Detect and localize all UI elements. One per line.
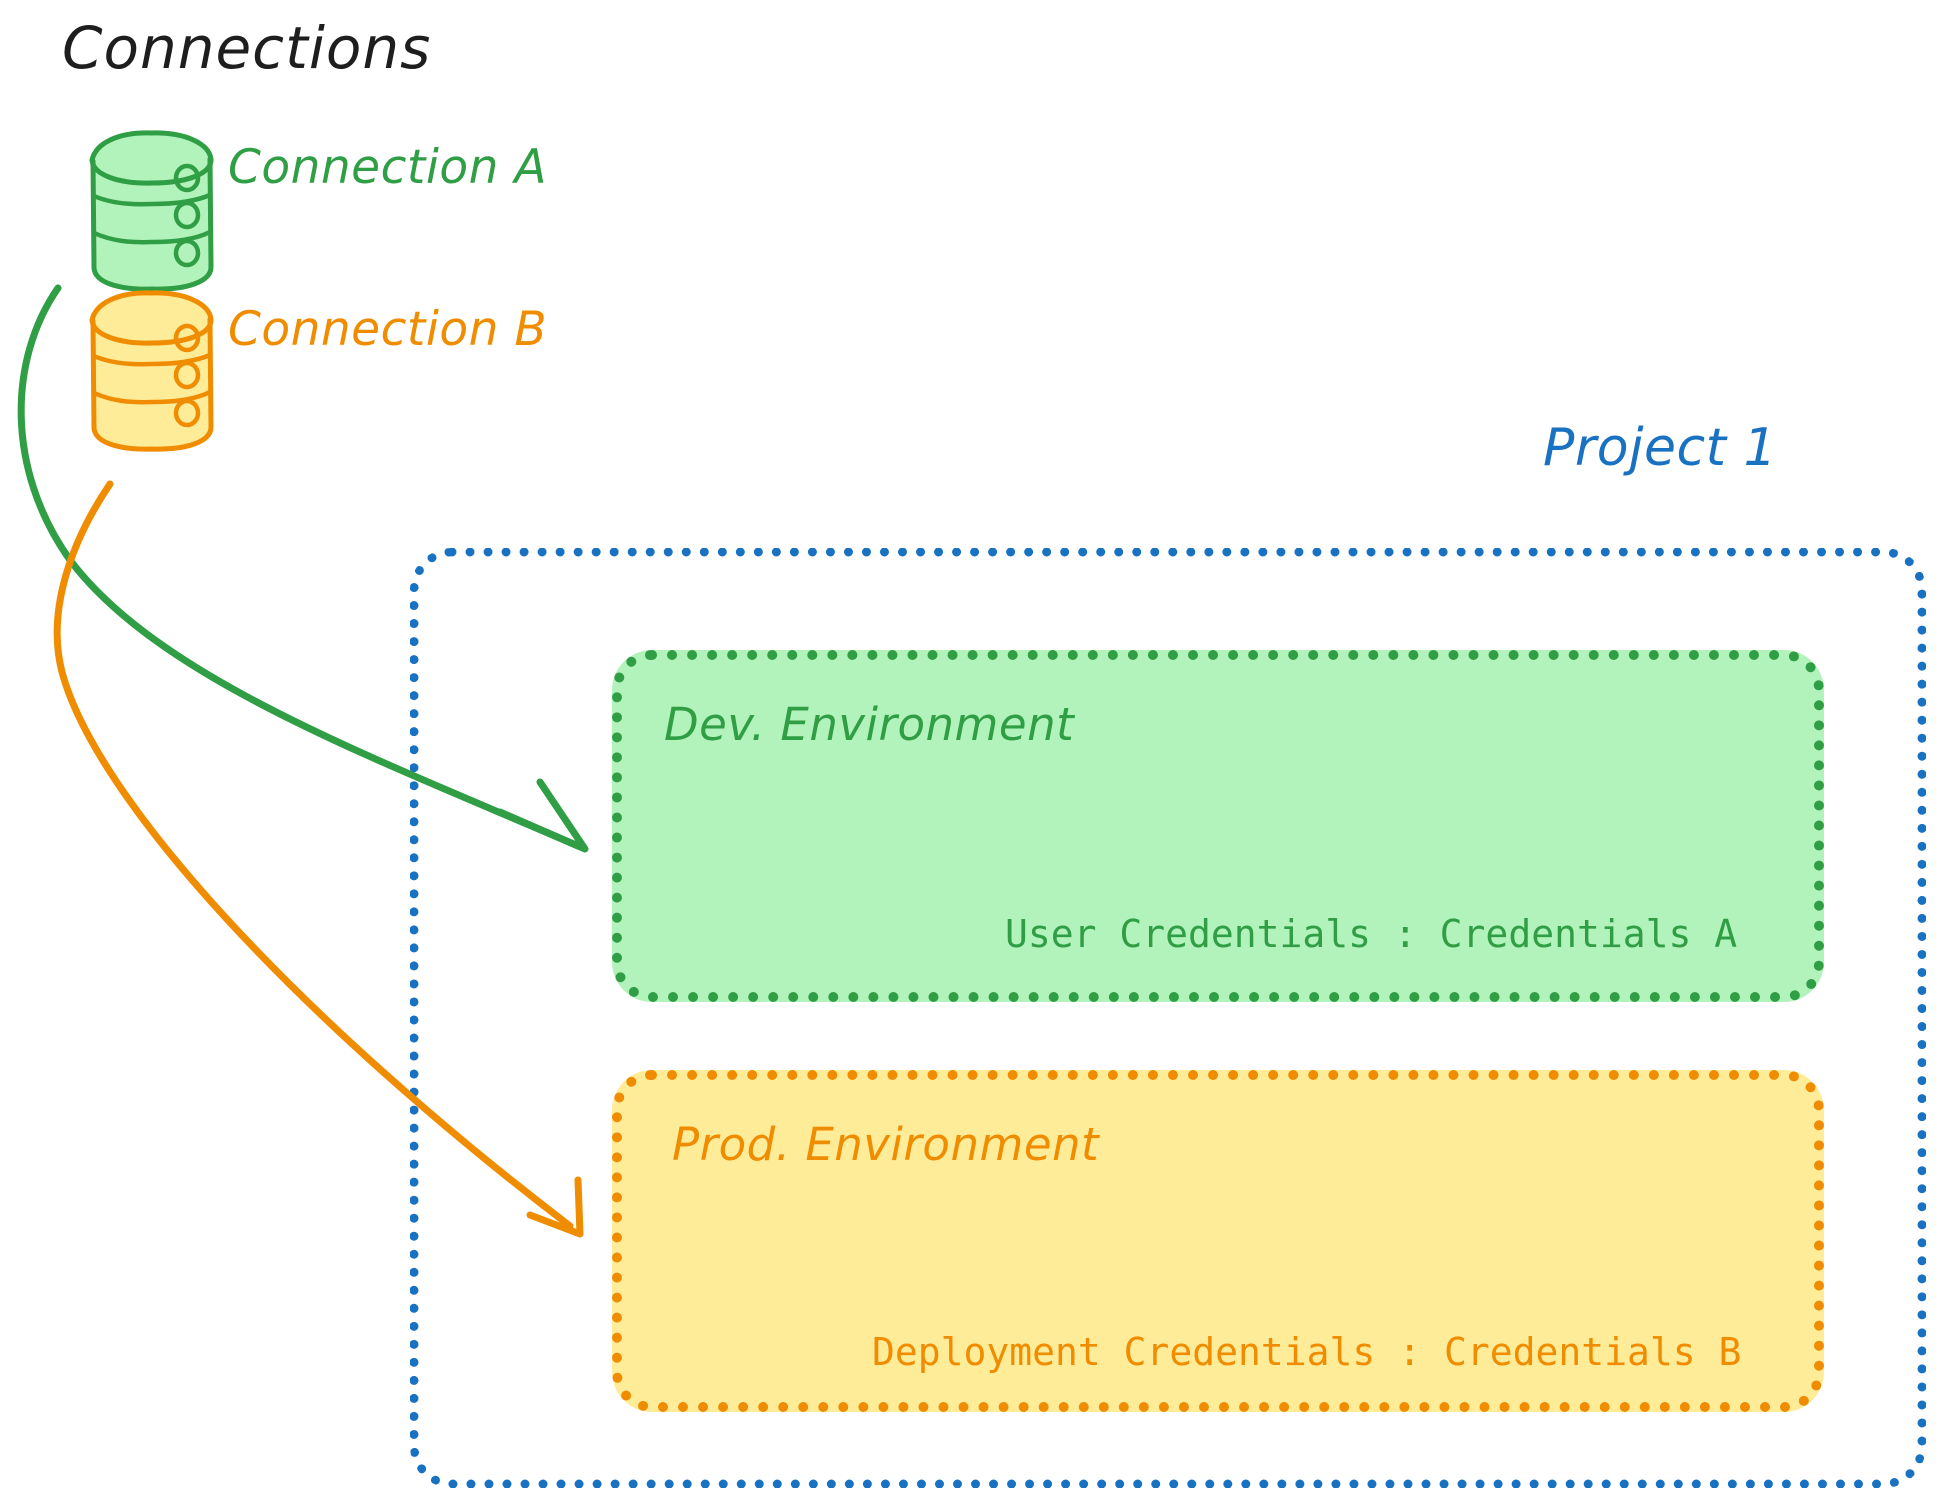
project-label[interactable]: Project 1 <box>1543 418 1778 478</box>
dev-environment-container[interactable] <box>612 650 1824 1002</box>
page-title: Connections <box>62 14 432 82</box>
connection-b-label[interactable]: Connection B <box>228 302 548 357</box>
database-icon-connection-b[interactable] <box>89 290 214 452</box>
prod-environment-credentials: Deployment Credentials : Credentials B <box>872 1330 1742 1374</box>
database-icon-connection-a[interactable] <box>89 130 214 292</box>
connection-a-label[interactable]: Connection A <box>228 140 548 195</box>
dev-environment-credentials: User Credentials : Credentials A <box>1005 912 1738 956</box>
prod-environment-title: Prod. Environment <box>672 1118 1100 1171</box>
prod-environment-container[interactable] <box>612 1070 1824 1412</box>
dev-environment-title: Dev. Environment <box>664 698 1075 751</box>
